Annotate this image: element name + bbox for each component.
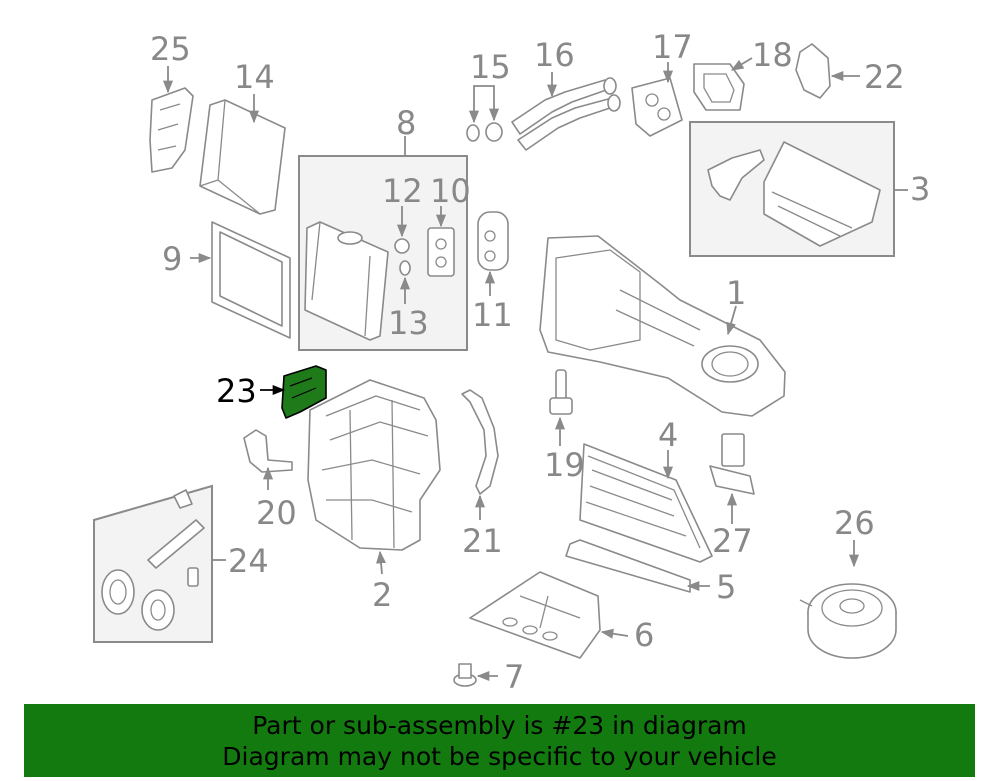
banner-line-2: Diagram may not be specific to your vehi… [222, 741, 777, 771]
parts-diagram: 25 14 8 15 16 17 18 22 12 10 3 9 13 11 1… [93, 28, 930, 696]
callout-23: 23 [216, 372, 257, 410]
part-25 [149, 87, 194, 173]
part-11 [477, 211, 509, 271]
callout-21: 21 [462, 522, 503, 560]
callout-26: 26 [834, 504, 875, 542]
part-13-ring [399, 260, 411, 276]
part-19 [549, 369, 573, 415]
callout-22: 22 [864, 58, 905, 96]
callout-13: 13 [388, 304, 429, 342]
part-6 [469, 571, 601, 659]
callout-14: 14 [234, 58, 275, 96]
callout-1: 1 [726, 274, 746, 312]
part-1 [539, 235, 786, 417]
callout-12: 12 [382, 172, 423, 210]
callout-20: 20 [256, 494, 297, 532]
callout-9: 9 [162, 240, 182, 278]
part-16 [511, 77, 621, 151]
callout-19: 19 [544, 446, 585, 484]
callout-16: 16 [534, 36, 575, 74]
part-10 [427, 227, 455, 277]
part-22 [795, 43, 831, 99]
callout-labels: 25 14 8 15 16 17 18 22 12 10 3 9 13 11 1… [150, 28, 930, 696]
part-27 [709, 433, 755, 495]
callout-5: 5 [716, 568, 736, 606]
part-18 [693, 63, 745, 111]
callout-4: 4 [658, 416, 678, 454]
callout-7: 7 [504, 658, 524, 696]
part-3 [707, 141, 881, 247]
callout-11: 11 [472, 296, 513, 334]
part-14 [199, 99, 286, 215]
callout-6: 6 [634, 616, 654, 654]
callout-8: 8 [396, 104, 416, 142]
part-26 [799, 583, 897, 659]
part-15-clamp-b [485, 122, 503, 142]
callout-25: 25 [150, 30, 191, 68]
part-20 [243, 429, 293, 473]
part-7 [453, 663, 477, 687]
part-21 [461, 389, 499, 495]
part-9 [211, 221, 291, 339]
part-15-clamp-a [466, 124, 480, 142]
callout-27: 27 [712, 522, 753, 560]
callout-24: 24 [228, 542, 269, 580]
part-2 [307, 379, 441, 551]
part-24 [101, 489, 205, 631]
callout-2: 2 [372, 576, 392, 614]
callout-10: 10 [430, 172, 471, 210]
callout-17: 17 [652, 28, 693, 66]
callout-18: 18 [752, 36, 793, 74]
part-23-highlighted [281, 365, 327, 419]
part-8-core [304, 221, 389, 341]
banner-line-1: Part or sub-assembly is #23 in diagram [252, 710, 747, 740]
callout-15: 15 [470, 48, 511, 86]
leader-lines [162, 57, 908, 682]
part-12-ring [394, 238, 410, 254]
callout-3: 3 [910, 170, 930, 208]
part-4 [579, 443, 713, 563]
info-banner: Part or sub-assembly is #23 in diagram D… [24, 704, 975, 777]
part-17 [631, 77, 683, 137]
